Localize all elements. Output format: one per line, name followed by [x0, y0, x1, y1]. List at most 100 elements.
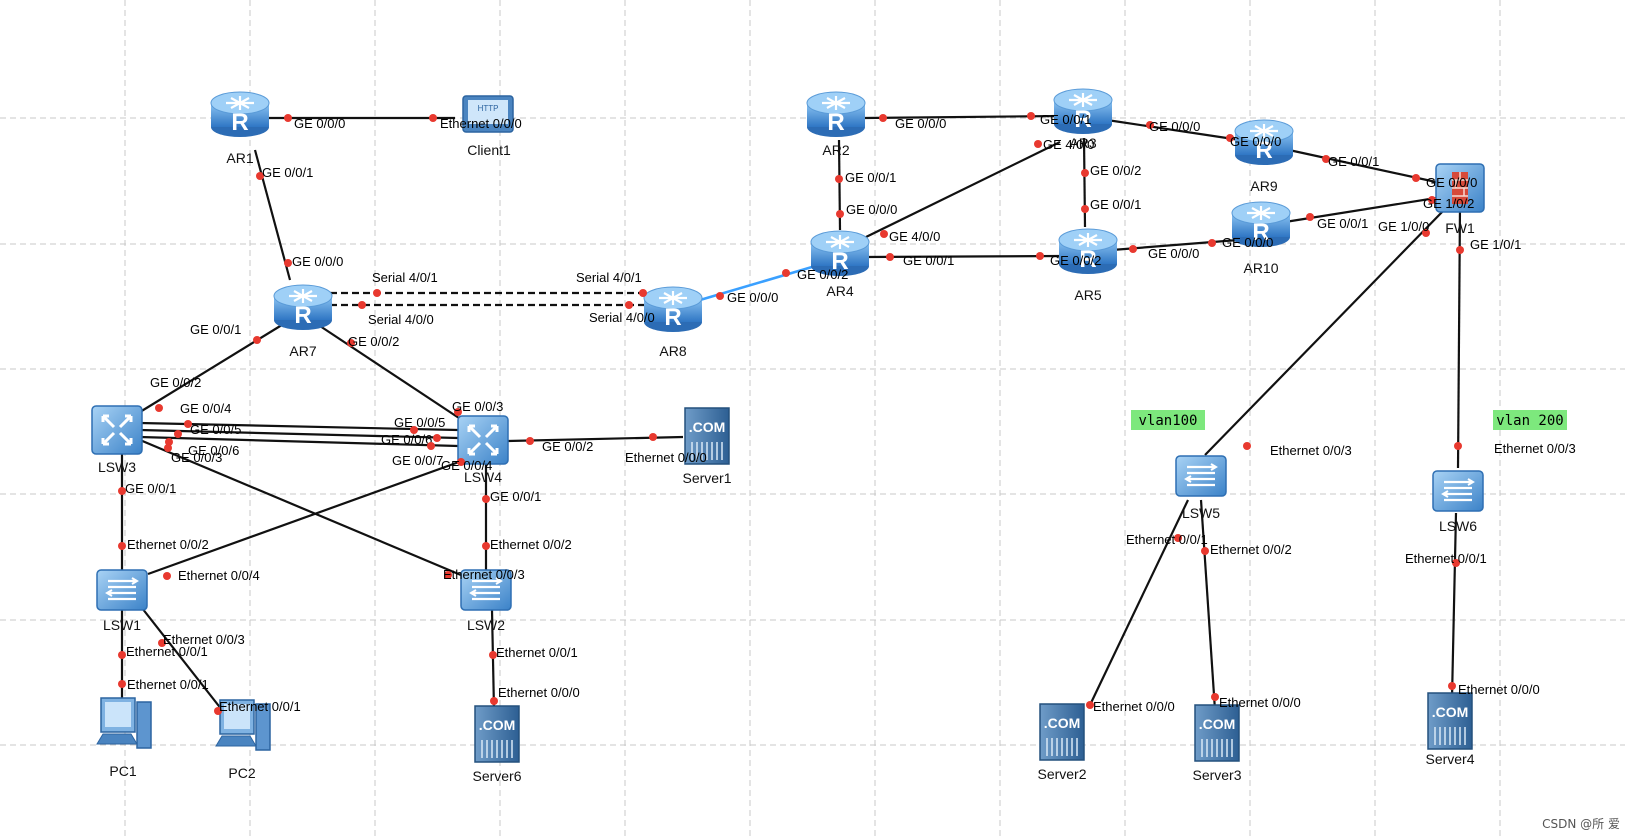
- port-label-fw1: GE 0/0/0: [1426, 175, 1477, 190]
- footer-watermark: CSDN @所 爱: [1542, 817, 1620, 831]
- link-lsw3-lsw4[interactable]: [139, 428, 459, 440]
- switch-icon: [95, 568, 149, 612]
- port-label-server6: Ethernet 0/0/0: [498, 685, 580, 700]
- port-label-ar5: GE 0/0/0: [1148, 246, 1199, 261]
- router-icon: [209, 90, 271, 139]
- switch-lsw1[interactable]: LSW1: [95, 568, 149, 633]
- l3switch-lsw4[interactable]: LSW4: [456, 414, 510, 485]
- link-lsw1-pc2[interactable]: [141, 607, 223, 711]
- port-label-fw1: GE 1/0/0: [1378, 219, 1429, 234]
- router-ar4[interactable]: AR4: [809, 229, 871, 299]
- port-dot-ar4: [782, 269, 790, 277]
- port-label-lsw4: GE 0/0/1: [490, 489, 541, 504]
- port-label-lsw3: GE 0/0/1: [125, 481, 176, 496]
- link-lsw5-server3[interactable]: [1199, 499, 1217, 711]
- firewall-fw1[interactable]: FW1: [1435, 163, 1485, 236]
- port-label-lsw2: Ethernet 0/0/2: [490, 537, 572, 552]
- router-ar9[interactable]: AR9: [1233, 118, 1295, 194]
- link-ar7-lsw4[interactable]: [319, 325, 469, 425]
- port-dot-ar3: [1027, 112, 1035, 120]
- port-dot-fw1: [1412, 174, 1420, 182]
- server-server6[interactable]: Server6: [472, 705, 522, 784]
- device-label: FW1: [1445, 220, 1475, 236]
- link-ar9-fw1[interactable]: [1288, 148, 1437, 184]
- port-dot-ar9: [1226, 134, 1234, 142]
- device-label: Server3: [1192, 767, 1241, 783]
- pc-icon: [96, 697, 152, 749]
- server-server3[interactable]: Server3: [1192, 704, 1242, 783]
- port-dot-pc1: [118, 680, 126, 688]
- port-label-ar4: GE 0/0/1: [903, 253, 954, 268]
- port-dot-lsw3: [155, 404, 163, 412]
- router-ar2[interactable]: AR2: [805, 90, 867, 158]
- port-label-lsw4: GE 0/0/2: [542, 439, 593, 454]
- vlan-tag-background: [1131, 410, 1205, 430]
- client-client1[interactable]: Client1: [462, 95, 514, 158]
- port-label-lsw4: GE 0/0/6: [381, 432, 432, 447]
- link-lsw5-server2[interactable]: [1089, 499, 1189, 706]
- router-ar8[interactable]: AR8: [642, 285, 704, 359]
- port-dot-lsw3: [174, 430, 182, 438]
- link-lsw3-lsw4[interactable]: [139, 435, 459, 448]
- port-label-lsw1: Ethernet 0/0/2: [127, 537, 209, 552]
- server-icon: [474, 705, 520, 763]
- port-dot-ar1: [256, 172, 264, 180]
- switch-lsw5[interactable]: LSW5: [1174, 454, 1228, 521]
- link-ar4-ar5[interactable]: [865, 254, 1063, 259]
- device-label: LSW6: [1439, 518, 1477, 534]
- server-server1[interactable]: Server1: [682, 407, 732, 486]
- vlan-tag-vlan200: vlan 200: [1493, 410, 1567, 430]
- switch-lsw6[interactable]: LSW6: [1431, 469, 1485, 534]
- port-dot-ar8: [639, 289, 647, 297]
- port-dot-ar7: [284, 259, 292, 267]
- port-label-lsw3: GE 0/0/4: [180, 401, 231, 416]
- port-label-ar3: GE 0/0/1: [1040, 112, 1091, 127]
- port-label-lsw5: Ethernet 0/0/1: [1126, 532, 1208, 547]
- port-dot-lsw1: [118, 542, 126, 550]
- link-fw1-lsw6[interactable]: [1456, 205, 1462, 469]
- port-dot-lsw5: [1243, 442, 1251, 450]
- router-ar10[interactable]: AR10: [1230, 200, 1292, 276]
- switch-lsw2[interactable]: LSW2: [459, 568, 513, 633]
- link-lsw3-lsw4[interactable]: [139, 421, 459, 432]
- port-label-ar4: GE 0/0/0: [846, 202, 897, 217]
- port-label-ar8: GE 0/0/0: [727, 290, 778, 305]
- port-dot-ar1: [284, 114, 292, 122]
- link-ar4-ar3[interactable]: [865, 141, 1061, 238]
- link-lsw4-lsw1[interactable]: [147, 456, 471, 576]
- port-label-ar9: GE 0/0/0: [1230, 134, 1281, 149]
- port-dot-lsw2: [482, 542, 490, 550]
- link-ar7-lsw3[interactable]: [139, 319, 291, 413]
- server-server4[interactable]: Server4: [1425, 692, 1475, 767]
- port-dot-ar7: [253, 336, 261, 344]
- port-dot-fw1: [1422, 229, 1430, 237]
- router-ar7[interactable]: AR7: [272, 283, 334, 359]
- link-ar1-ar7[interactable]: [253, 149, 292, 281]
- link-lsw2-server6[interactable]: [490, 609, 496, 711]
- device-label: Server1: [682, 470, 731, 486]
- link-ar3-ar9[interactable]: [1106, 118, 1241, 142]
- link-lsw3-lsw2[interactable]: [139, 438, 469, 580]
- l3switch-icon: [456, 414, 510, 466]
- router-ar5[interactable]: AR5: [1057, 227, 1119, 303]
- port-label-server4: Ethernet 0/0/0: [1458, 682, 1540, 697]
- l3switch-lsw3[interactable]: LSW3: [90, 404, 144, 475]
- router-ar1[interactable]: AR1: [209, 90, 271, 166]
- port-label-lsw4: GE 0/0/3: [452, 399, 503, 414]
- port-dot-ar10: [1306, 213, 1314, 221]
- link-fw1-lsw5[interactable]: [1204, 209, 1445, 456]
- pc-pc1[interactable]: PC1: [96, 697, 152, 779]
- port-label-lsw3: GE 0/0/2: [150, 375, 201, 390]
- router-ar3[interactable]: AR3: [1052, 87, 1114, 151]
- router-icon: [272, 283, 334, 332]
- server-server2[interactable]: Server2: [1037, 703, 1087, 782]
- link-lsw6-server4[interactable]: [1450, 512, 1458, 699]
- port-label-lsw5: Ethernet 0/0/3: [1270, 443, 1352, 458]
- port-dot-ar7: [358, 301, 366, 309]
- pc-pc2[interactable]: PC2: [215, 699, 271, 781]
- port-label-ar8: Serial 4/0/0: [589, 310, 655, 325]
- port-dot-lsw5: [1174, 534, 1182, 542]
